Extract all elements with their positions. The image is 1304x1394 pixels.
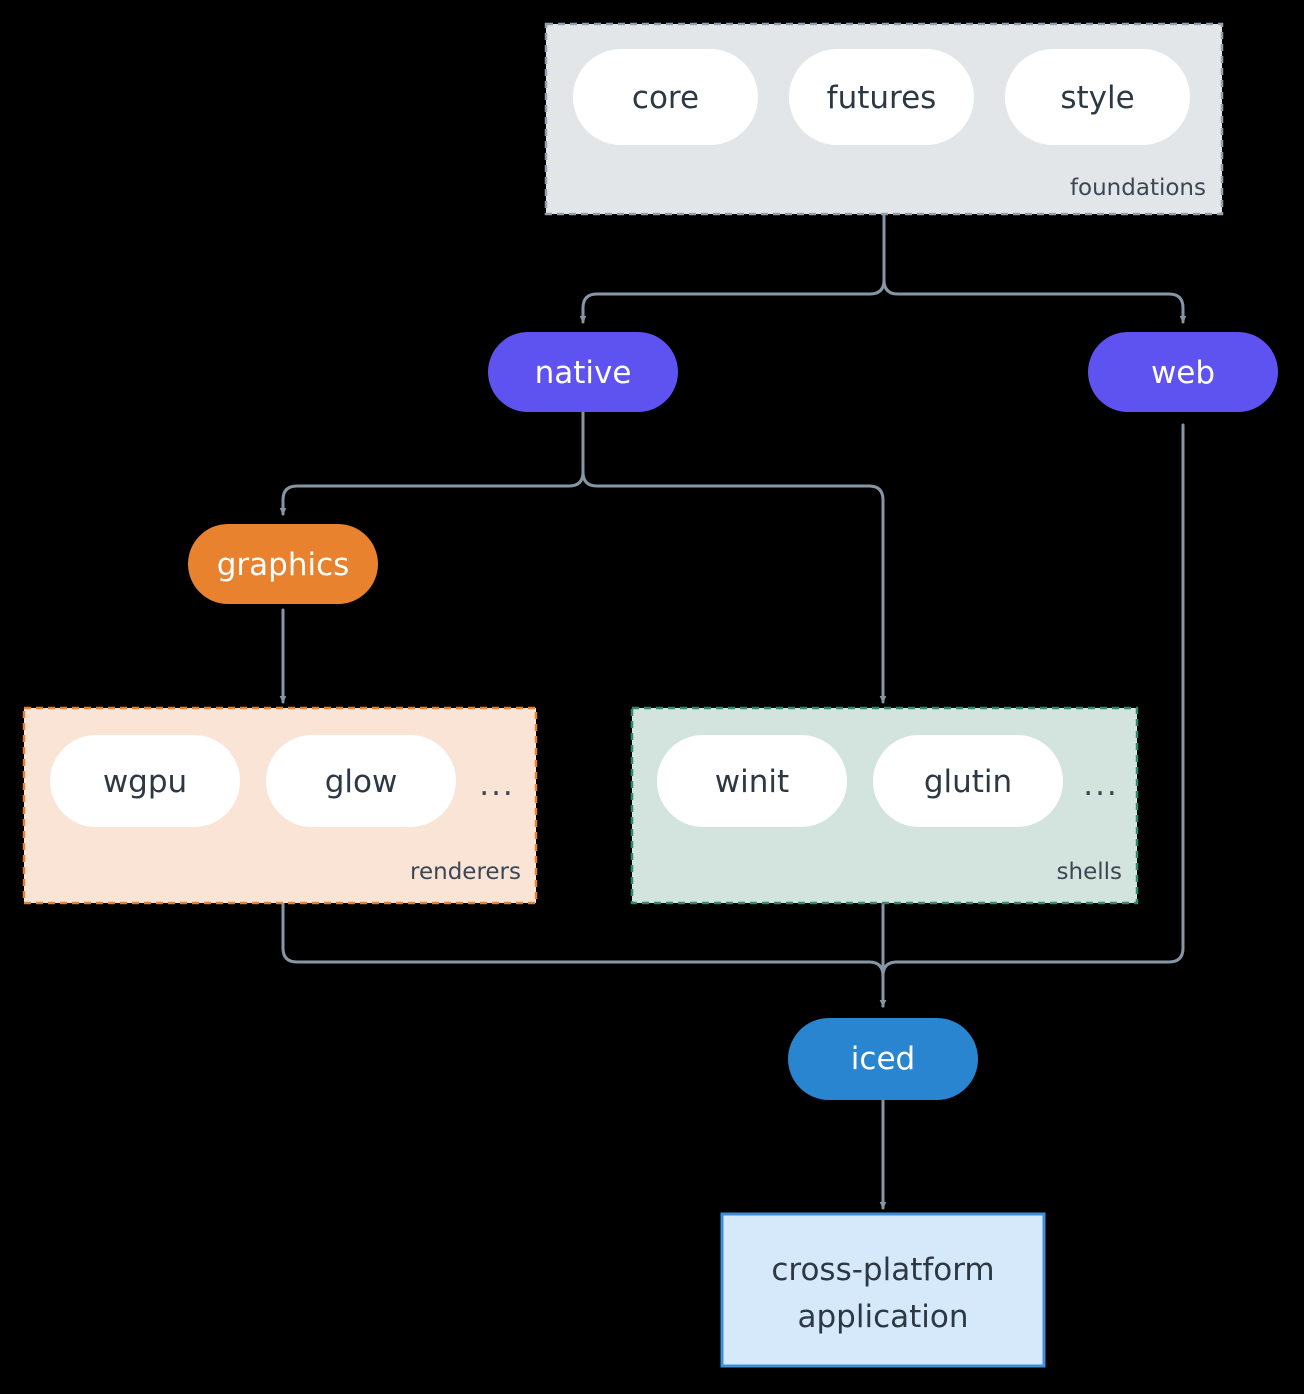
node-style[interactable] bbox=[1005, 49, 1190, 145]
node-iced[interactable] bbox=[788, 1018, 978, 1100]
node-web-label: web bbox=[1151, 355, 1215, 391]
node-winit-label: winit bbox=[715, 764, 789, 800]
node-futures-label: futures bbox=[827, 80, 937, 116]
node-glutin-label: glutin bbox=[924, 764, 1012, 800]
renderers-ellipsis: ... bbox=[479, 767, 515, 803]
node-native[interactable] bbox=[488, 332, 678, 412]
node-application-group[interactable]: cross-platform application bbox=[720, 1212, 1046, 1368]
cluster-foundations-label: foundations bbox=[1070, 175, 1206, 201]
edge-layer bbox=[279, 212, 1187, 1210]
node-native-group[interactable]: native bbox=[488, 332, 678, 412]
node-web-group[interactable]: web bbox=[1088, 332, 1278, 412]
edge-native-shells bbox=[581, 407, 887, 704]
node-glow-label: glow bbox=[325, 764, 398, 800]
node-graphics[interactable] bbox=[188, 524, 378, 604]
node-iced-group[interactable]: iced bbox=[788, 1018, 978, 1100]
edge-native-graphics bbox=[279, 407, 585, 516]
edge-renderers-iced bbox=[281, 901, 885, 1008]
node-glow[interactable] bbox=[266, 735, 456, 827]
node-native-label: native bbox=[535, 355, 632, 391]
cluster-foundations: core futures style foundations bbox=[544, 22, 1224, 216]
node-core-label: core bbox=[632, 80, 699, 116]
edge-web-iced bbox=[881, 423, 1185, 1008]
node-style-label: style bbox=[1060, 80, 1134, 116]
cluster-shells: winit glutin ... shells bbox=[630, 706, 1139, 905]
node-winit[interactable] bbox=[657, 735, 847, 827]
node-wgpu-label: wgpu bbox=[103, 764, 187, 800]
cluster-renderers-label: renderers bbox=[410, 859, 521, 885]
cluster-renderers: wgpu glow ... renderers bbox=[22, 706, 538, 905]
node-application-line1: cross-platform bbox=[771, 1252, 994, 1288]
node-glutin[interactable] bbox=[873, 735, 1063, 827]
node-wgpu[interactable] bbox=[50, 735, 240, 827]
node-application-line2: application bbox=[798, 1299, 969, 1335]
node-graphics-label: graphics bbox=[217, 547, 350, 583]
node-graphics-group[interactable]: graphics bbox=[188, 524, 378, 604]
node-web[interactable] bbox=[1088, 332, 1278, 412]
cluster-shells-label: shells bbox=[1057, 859, 1122, 885]
edge-foundations-native bbox=[579, 212, 886, 324]
node-application[interactable] bbox=[720, 1212, 1046, 1368]
edge-foundations-web bbox=[882, 212, 1187, 324]
node-iced-label: iced bbox=[851, 1041, 915, 1077]
node-core[interactable] bbox=[573, 49, 758, 145]
node-futures[interactable] bbox=[789, 49, 974, 145]
shells-ellipsis: ... bbox=[1083, 767, 1119, 803]
